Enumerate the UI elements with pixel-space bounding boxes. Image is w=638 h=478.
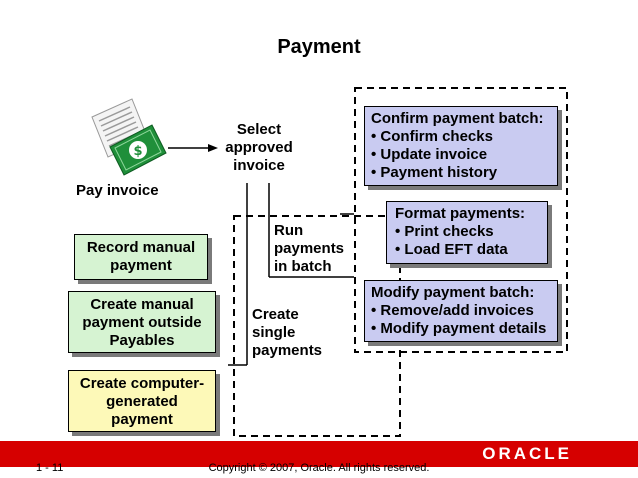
create-manual-payment-outside-payables-box: Create manual payment outside Payables [68,291,216,353]
select-approved-invoice-label: Select approved invoice [225,121,293,174]
record-manual-payment-box: Record manual payment [74,234,208,280]
footer-bar [0,441,638,467]
slide-number: 1 - 11 [36,462,64,474]
create-computer-generated-payment-box: Create computer- generated payment [68,370,216,432]
modify-payment-batch-box: Modify payment batch: • Remove/add invoi… [364,280,558,342]
pay-invoice-icon-group: $ [91,98,167,176]
dollar-bill-icon: $ [109,124,167,176]
icon-arrow-head [208,144,218,152]
copyright-text: Copyright © 2007, Oracle. All rights res… [208,462,430,474]
pay-invoice-label: Pay invoice [76,182,159,199]
batch-dashed-frame [354,87,568,353]
svg-text:$: $ [133,144,142,159]
format-payments-box: Format payments: • Print checks • Load E… [386,201,548,264]
page-title: Payment [277,36,361,58]
run-payments-label: Run payments in batch [274,222,345,275]
create-single-payments-label: Create single payments [252,306,323,359]
oracle-logo: ORACLE [482,444,572,463]
confirm-payment-batch-box: Confirm payment batch: • Confirm checks … [364,106,558,186]
